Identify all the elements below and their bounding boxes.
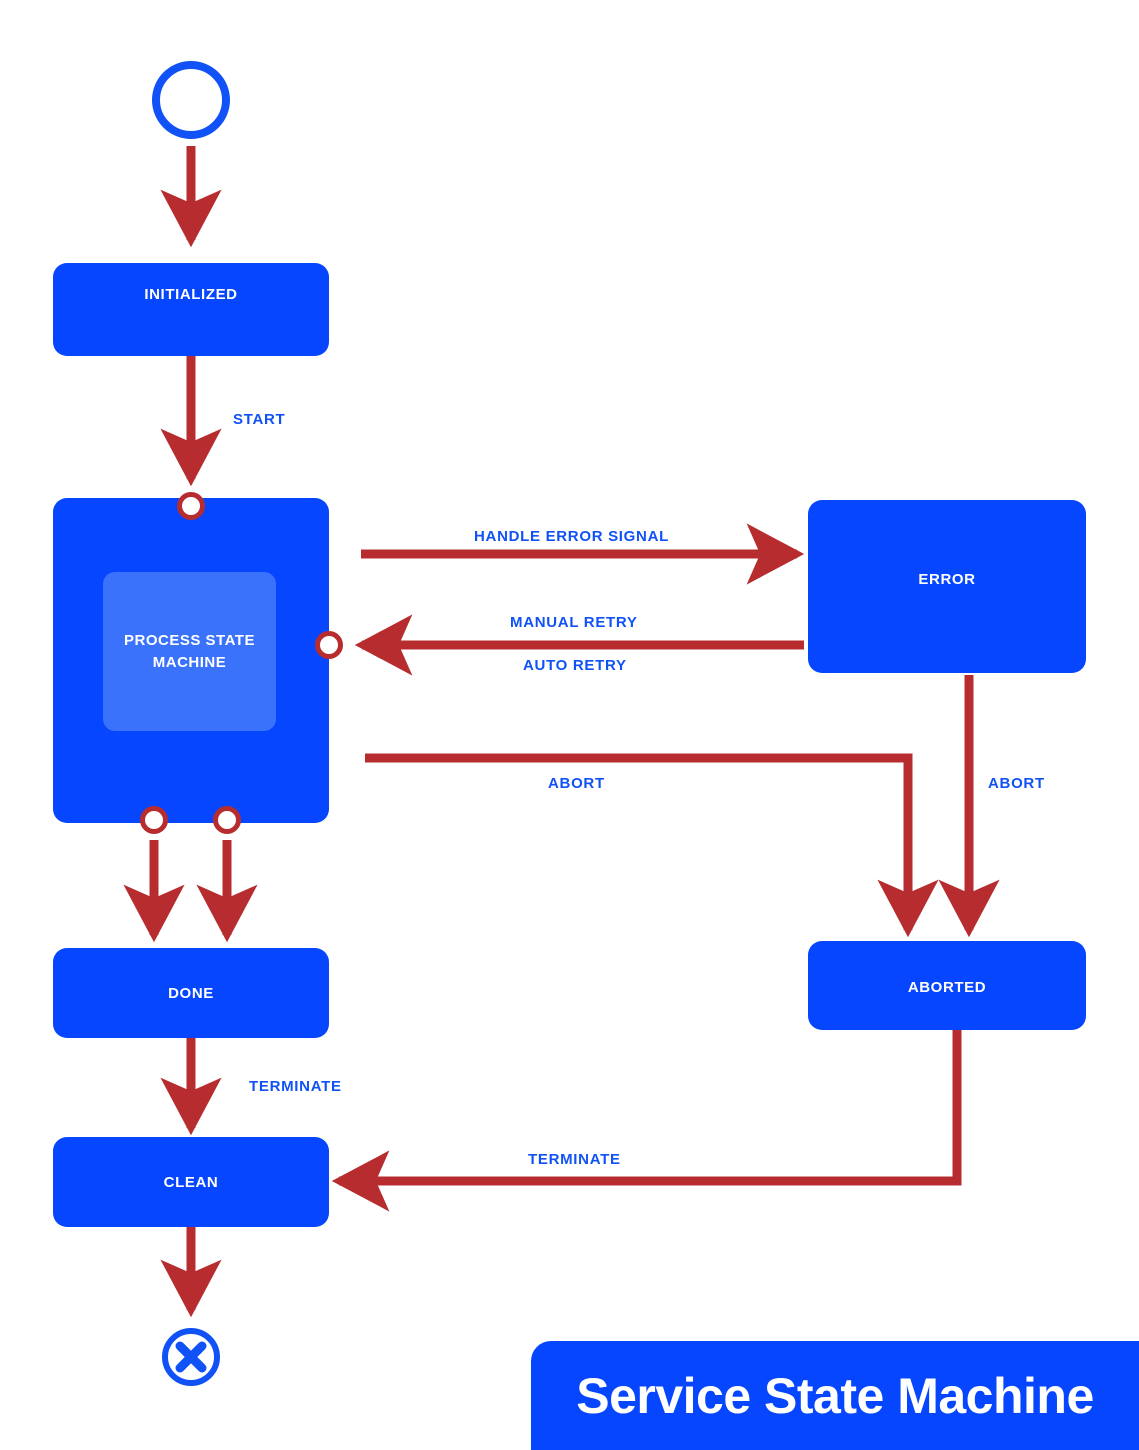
transition-label-abort-error: ABORT	[988, 775, 1045, 792]
transition-label-start: START	[233, 411, 286, 428]
initial-pseudostate-icon	[152, 61, 230, 139]
state-done-label: DONE	[168, 985, 214, 1002]
port-process-top-icon[interactable]	[177, 492, 205, 520]
transition-label-terminate-aborted: TERMINATE	[528, 1151, 621, 1168]
transition-label-abort-process: ABORT	[548, 775, 605, 792]
state-error-label: ERROR	[918, 571, 976, 588]
state-process-label-line2: MACHINE	[152, 653, 227, 671]
port-process-bottom-left-icon[interactable]	[140, 806, 168, 834]
state-process-label-line1: PROCESS STATE	[124, 631, 255, 649]
diagram-title: Service State Machine	[576, 1367, 1094, 1424]
state-clean-label: CLEAN	[163, 1174, 219, 1191]
transition-label-auto-retry: AUTO RETRY	[523, 657, 627, 674]
diagram-title-banner: Service State Machine	[531, 1341, 1139, 1450]
state-aborted[interactable]: ABORTED	[808, 941, 1086, 1030]
transition-label-manual-retry: MANUAL RETRY	[510, 614, 638, 631]
state-process-state-machine[interactable]: PROCESS STATE MACHINE	[53, 498, 329, 823]
final-state-terminate-icon	[160, 1326, 222, 1388]
state-initialized[interactable]: INITIALIZED	[53, 263, 329, 356]
state-done[interactable]: DONE	[53, 948, 329, 1038]
state-initialized-label: INITIALIZED	[144, 286, 238, 303]
state-process-inner-region[interactable]: PROCESS STATE MACHINE	[103, 572, 276, 731]
state-process-label: PROCESS STATE MACHINE	[103, 630, 276, 674]
port-process-bottom-right-icon[interactable]	[213, 806, 241, 834]
state-error[interactable]: ERROR	[808, 500, 1086, 673]
state-clean[interactable]: CLEAN	[53, 1137, 329, 1227]
transition-label-terminate-done: TERMINATE	[249, 1078, 342, 1095]
edge-aborted-to-clean	[331, 1030, 962, 1212]
state-aborted-label: ABORTED	[907, 979, 987, 996]
edge-process-to-aborted	[365, 753, 939, 938]
port-process-right-icon[interactable]	[315, 631, 343, 659]
transition-label-handle-error-signal: HANDLE ERROR SIGNAL	[474, 528, 669, 545]
